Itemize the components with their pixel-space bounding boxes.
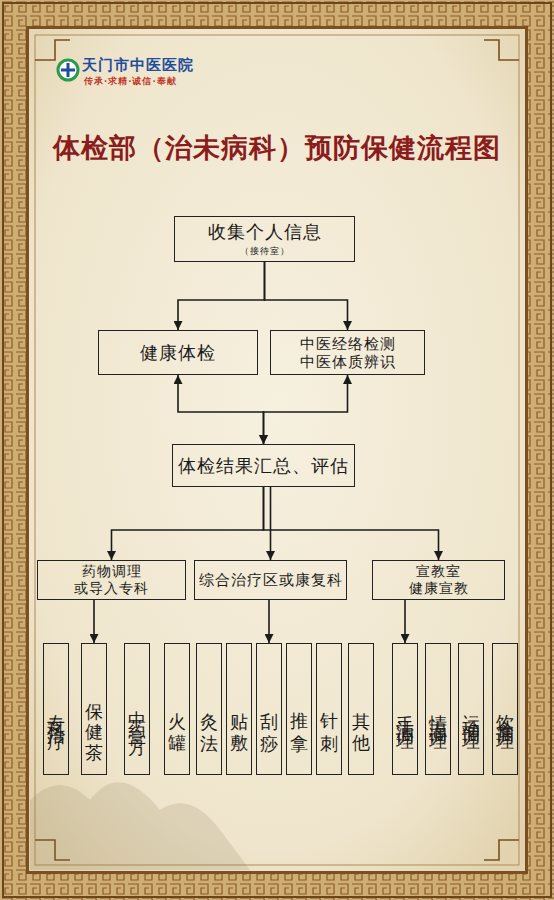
process-box: 收集个人信息 （接待室） <box>174 216 355 262</box>
node-text: 运动调理 <box>462 694 480 724</box>
corner-ornament <box>484 840 519 860</box>
process-box: 健康体检 <box>98 330 258 375</box>
node-text: 其他 <box>352 676 370 742</box>
node-text: 推拿 <box>290 676 308 742</box>
process-box: 体检结果汇总、评估 <box>172 444 355 487</box>
corner-ornament <box>35 40 70 60</box>
treatment-box: 中药膏方 <box>124 643 150 775</box>
treatment-box: 灸法 <box>196 643 222 775</box>
process-box: 中医经络检测 中医体质辨识 <box>270 330 425 375</box>
node-text: 中药膏方 <box>128 687 146 732</box>
node-text: 中医经络检测 中医体质辨识 <box>293 335 403 371</box>
hospital-motto: 传承·求精·诚信·奉献 <box>84 77 177 86</box>
node-text: 专科治疗 <box>47 694 65 724</box>
node-subtext: （接待室） <box>240 246 290 257</box>
node-text: 体检结果汇总、评估 <box>178 455 349 477</box>
logo-ring <box>58 60 78 80</box>
process-box: 宣教室 健康宣教 <box>372 560 505 600</box>
connector-arrow <box>270 487 272 560</box>
node-text: 火罐 <box>168 676 186 742</box>
mountain-shape <box>30 782 250 870</box>
ink-mountains <box>30 782 250 870</box>
connector-arrow <box>268 600 270 643</box>
diagram-title: 体检部（治未病科）预防保健流程图 <box>0 130 554 166</box>
connector-arrow <box>264 487 439 560</box>
treatment-box: 保健茶 <box>81 643 107 775</box>
node-text: 灸法 <box>200 676 218 742</box>
node-text: 药物调理 或导入专科 <box>67 563 157 597</box>
process-box: 药物调理 或导入专科 <box>37 560 186 600</box>
treatment-box: 其他 <box>348 643 374 775</box>
treatment-box: 贴敷 <box>226 643 252 775</box>
node-text: 情志调理 <box>429 694 447 724</box>
node-text: 收集个人信息 <box>208 221 322 243</box>
connector-arrow <box>264 375 348 444</box>
treatment-box: 情志调理 <box>425 643 451 775</box>
logo-cross <box>61 63 75 77</box>
treatment-box: 推拿 <box>286 643 312 775</box>
node-text: 健康体检 <box>140 342 216 364</box>
corner-ornament <box>484 40 519 60</box>
connector-arrow <box>404 600 406 643</box>
hospital-name: 天门市中医医院 <box>82 58 194 73</box>
treatment-box: 运动调理 <box>458 643 484 775</box>
treatment-box: 刮痧 <box>256 643 282 775</box>
node-text: 宣教室 健康宣教 <box>399 563 479 597</box>
node-text: 综合治疗区或康复科 <box>199 571 343 589</box>
node-text: 手法调理 <box>396 694 414 724</box>
connector-arrow <box>93 600 95 643</box>
node-text: 保健茶 <box>85 669 103 749</box>
treatment-box: 火罐 <box>164 643 190 775</box>
treatment-box: 手法调理 <box>392 643 418 775</box>
treatment-box: 饮食调理 <box>492 643 518 775</box>
hospital-logo <box>58 60 78 80</box>
node-text: 刮痧 <box>260 676 278 742</box>
connector-arrow <box>265 262 348 330</box>
connector-arrow <box>112 487 264 560</box>
treatment-box: 专科治疗 <box>43 643 69 775</box>
node-text: 饮食调理 <box>496 694 514 724</box>
node-text: 贴敷 <box>230 676 248 742</box>
connector-arrow <box>178 262 265 330</box>
process-box: 综合治疗区或康复科 <box>194 560 347 600</box>
treatment-box: 针刺 <box>316 643 342 775</box>
node-text: 针刺 <box>320 676 338 742</box>
connector-arrow <box>178 375 264 444</box>
